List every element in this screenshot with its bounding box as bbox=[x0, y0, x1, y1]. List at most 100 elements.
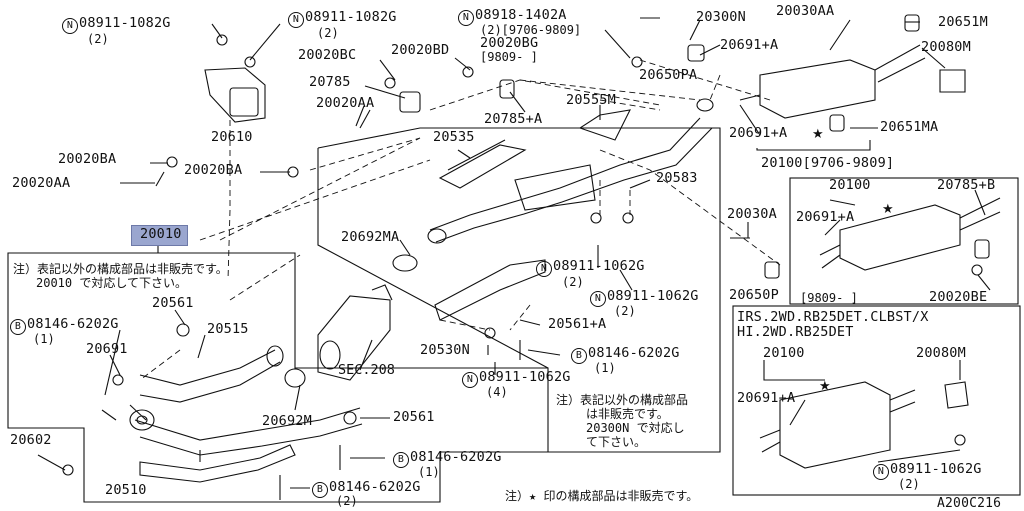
part-20080m[interactable]: 20080M bbox=[921, 39, 971, 55]
b-symbol-icon: B bbox=[571, 348, 587, 364]
note-bottom: 注）★ 印の構成部品は非販売です。 bbox=[505, 489, 699, 503]
part-20651ma[interactable]: 20651MA bbox=[880, 119, 939, 135]
part-20515[interactable]: 20515 bbox=[207, 321, 249, 337]
n-symbol-icon: N bbox=[458, 10, 474, 26]
part-20530n[interactable]: 20530N bbox=[420, 342, 470, 358]
section-reference-208[interactable]: SEC.208 bbox=[338, 362, 395, 378]
inset2-part-20691a[interactable]: 20691+A bbox=[737, 390, 796, 406]
note-mid-3: 20300N で対応し bbox=[586, 421, 685, 435]
qty: (2) bbox=[898, 477, 920, 491]
qty: (2) bbox=[87, 32, 109, 46]
note-left: 注）表記以外の構成部品は非販売です。 bbox=[13, 262, 228, 276]
qty: (2) bbox=[562, 275, 584, 289]
inset2-part-20080m[interactable]: 20080M bbox=[916, 345, 966, 361]
center-pipe-20300n bbox=[427, 98, 714, 244]
part-20555m[interactable]: 20555M bbox=[566, 92, 616, 108]
part-20650pa[interactable]: 20650PA bbox=[639, 67, 698, 83]
part-20535[interactable]: 20535 bbox=[433, 129, 475, 145]
star-marker: ★ bbox=[882, 202, 894, 217]
inset2-part-20100[interactable]: 20100 bbox=[763, 345, 805, 361]
part-20100-dated[interactable]: 20100[9706-9809] bbox=[761, 155, 895, 171]
heat-shield-20530n bbox=[434, 259, 546, 321]
gaskets bbox=[284, 79, 990, 388]
left-subassembly-frame bbox=[7, 252, 549, 503]
part-20692ma[interactable]: 20692MA bbox=[341, 229, 400, 245]
n-symbol-icon: N bbox=[462, 372, 478, 388]
part-20610[interactable]: 20610 bbox=[211, 129, 253, 145]
inset1-part-20020be[interactable]: 20020BE bbox=[929, 289, 988, 305]
n-symbol-icon: N bbox=[873, 464, 889, 480]
part-20020bc[interactable]: 20020BC bbox=[298, 47, 357, 63]
inset1-muffler bbox=[819, 197, 1001, 271]
n-symbol-icon: N bbox=[62, 18, 78, 34]
n-symbol-icon: N bbox=[288, 12, 304, 28]
catalytic-converter bbox=[317, 284, 393, 381]
inset1-part-20100[interactable]: 20100 bbox=[829, 177, 871, 193]
heat-shield-20510 bbox=[139, 444, 296, 483]
inset-2-frame bbox=[732, 305, 1021, 496]
star-marker: ★ bbox=[819, 379, 831, 394]
n-symbol-icon: N bbox=[590, 291, 606, 307]
part-20020aa[interactable]: 20020AA bbox=[316, 95, 375, 111]
part-20020aa[interactable]: 20020AA bbox=[12, 175, 71, 191]
part-20020ba[interactable]: 20020BA bbox=[58, 151, 117, 167]
front-pipe-20010 bbox=[129, 345, 363, 456]
part-20691[interactable]: 20691 bbox=[86, 341, 128, 357]
main-muffler-top bbox=[739, 44, 966, 119]
qty: (1) bbox=[594, 361, 616, 375]
part-20300n[interactable]: 20300N bbox=[696, 9, 746, 25]
part-20651m[interactable]: 20651M bbox=[938, 14, 988, 30]
qty: (1) bbox=[418, 465, 440, 479]
part-20561a[interactable]: 20561+A bbox=[548, 316, 607, 332]
part-20030a[interactable]: 20030A bbox=[727, 206, 777, 222]
inset2-title: IRS.2WD.RB25DET.CLBST/X bbox=[737, 309, 929, 325]
part-20020ba[interactable]: 20020BA bbox=[184, 162, 243, 178]
part-20010[interactable]: 20010 bbox=[140, 226, 182, 242]
inset-1-frame bbox=[789, 177, 1019, 305]
part-20691a[interactable]: 20691+A bbox=[729, 125, 788, 141]
part-20650p[interactable]: 20650P bbox=[729, 287, 779, 303]
inset2-muffler bbox=[759, 381, 969, 469]
note-mid: 注）表記以外の構成部品 bbox=[556, 393, 689, 407]
qty: (1) bbox=[33, 332, 55, 346]
part-20510[interactable]: 20510 bbox=[105, 482, 147, 498]
bracket-20610 bbox=[204, 67, 266, 123]
part-20692m[interactable]: 20692M bbox=[262, 413, 312, 429]
qty: (2) bbox=[614, 304, 636, 318]
qty: (4) bbox=[486, 385, 508, 399]
part-20691a[interactable]: 20691+A bbox=[720, 37, 779, 53]
part-20602[interactable]: 20602 bbox=[10, 432, 52, 448]
inset1-part-20691a[interactable]: 20691+A bbox=[796, 209, 855, 225]
center-subassembly-frame bbox=[317, 127, 721, 230]
part-20020bg[interactable]: 20020BG bbox=[480, 35, 539, 51]
part-20561[interactable]: 20561 bbox=[393, 409, 435, 425]
diagram-id: A200C216 bbox=[937, 496, 1002, 511]
part-20583[interactable]: 20583 bbox=[656, 170, 698, 186]
part-20785[interactable]: 20785 bbox=[309, 74, 351, 90]
part-20785a[interactable]: 20785+A bbox=[484, 111, 543, 127]
inset2-title-2: HI.2WD.RB25DET bbox=[737, 324, 854, 340]
inset1-date-range: [9809- ] bbox=[800, 291, 858, 305]
n-symbol-icon: N bbox=[536, 261, 552, 277]
part-20020bd[interactable]: 20020BD bbox=[391, 42, 450, 58]
note-mid-4: て下さい。 bbox=[586, 435, 647, 449]
b-symbol-icon: B bbox=[10, 319, 26, 335]
part-20030aa[interactable]: 20030AA bbox=[776, 3, 835, 19]
note-left-2: 20010 で対応して下さい。 bbox=[36, 276, 187, 290]
qty: (2)[9706-9809] bbox=[480, 23, 582, 37]
part-20561[interactable]: 20561 bbox=[152, 295, 194, 311]
small-fasteners bbox=[62, 17, 983, 500]
inset1-part-20785b[interactable]: 20785+B bbox=[937, 177, 996, 193]
